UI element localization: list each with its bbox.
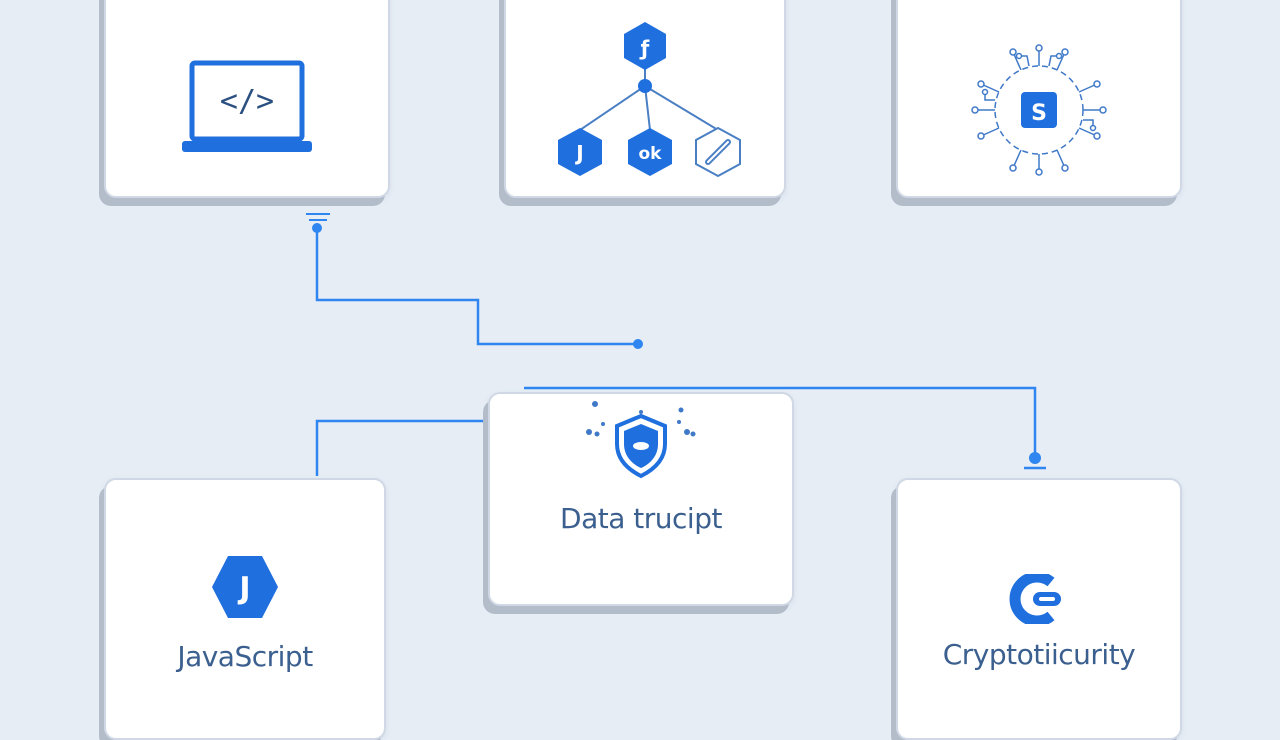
hexagon-network-icon: ƒ J ok <box>558 22 741 178</box>
js-hexagon-icon: J <box>212 556 278 618</box>
card-label: Data trucipt <box>560 502 722 535</box>
shield-icon <box>586 401 696 479</box>
card-javascript[interactable]: J JavaScript <box>104 478 386 740</box>
svg-text:J: J <box>237 571 250 606</box>
ok-hex-node <box>628 128 672 176</box>
svg-text:J: J <box>574 141 583 165</box>
svg-text:S: S <box>1031 101 1047 126</box>
connector-js-to-trust <box>315 419 494 476</box>
crypto-link-icon <box>1009 574 1061 624</box>
card-cryptosecurity[interactable]: Cryptotiicurity <box>896 478 1182 740</box>
connector-dot <box>1029 452 1041 464</box>
card-network[interactable]: ƒ J ok <box>504 0 786 198</box>
svg-text:</>: </> <box>220 84 274 119</box>
top-hex-node <box>624 22 666 70</box>
connector-code-to-trust <box>315 228 638 346</box>
circuit-chip-icon: S <box>971 44 1107 176</box>
card-circuit[interactable]: S <box>896 0 1182 198</box>
js-hex-node <box>558 128 602 176</box>
laptop-code-icon: </> <box>182 60 312 152</box>
card-code-editor[interactable]: </> <box>104 0 390 198</box>
connector-dot <box>633 339 643 349</box>
card-label: JavaScript <box>177 640 313 673</box>
svg-text:ok: ok <box>639 144 663 164</box>
connector-dot <box>312 223 322 233</box>
card-data-trust[interactable]: Data trucipt <box>488 392 794 606</box>
svg-text:ƒ: ƒ <box>639 36 650 60</box>
card-label: Cryptotiicurity <box>942 638 1136 671</box>
